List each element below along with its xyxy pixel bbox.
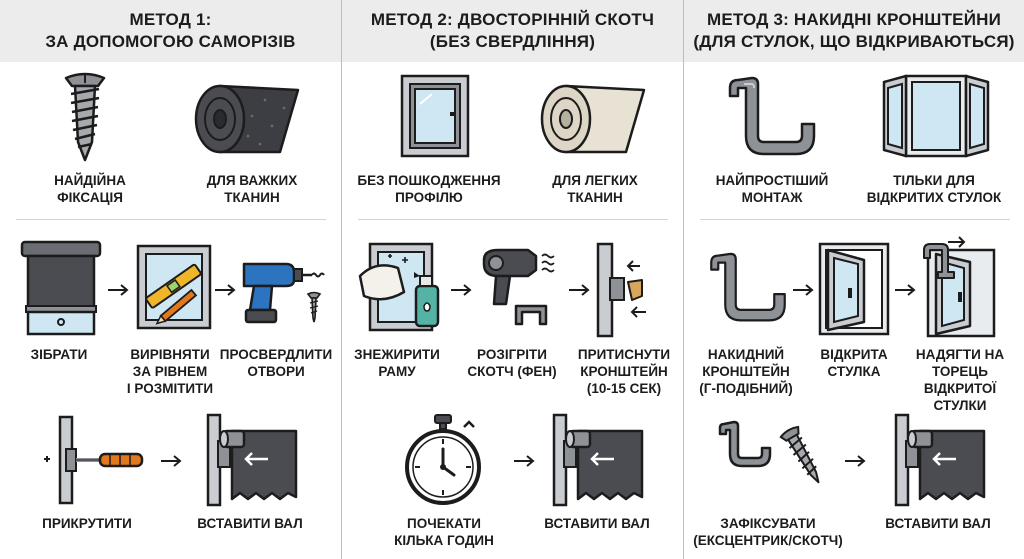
insert-shaft-icon (552, 413, 644, 507)
method-2-title-line2: (БЕЗ СВЕРДЛІННЯ) (429, 32, 596, 51)
press-bracket-icon (596, 242, 646, 338)
row-divider (16, 219, 326, 220)
stopwatch-icon (405, 414, 481, 505)
arrow-right-icon (793, 284, 814, 296)
fabric-roll-dark-icon (194, 84, 300, 154)
row-divider (700, 219, 1010, 220)
fabric-roll-light-icon (540, 84, 646, 154)
arrow-right-icon (845, 455, 866, 467)
arrow-right-icon (895, 284, 916, 296)
method-3-column: МЕТОД 3: НАКИДНІ КРОНШТЕЙНИ (ДЛЯ СТУЛОК,… (684, 0, 1024, 559)
level-and-pencil-icon (136, 244, 212, 330)
open-window-icon (882, 74, 990, 158)
insert-shaft-icon (894, 413, 986, 507)
step-label: ЗІБРАТИ (30, 347, 88, 362)
arrow-right-icon (569, 284, 590, 296)
method-3-header: МЕТОД 3: НАКИДНІ КРОНШТЕЙНИ (ДЛЯ СТУЛОК,… (684, 0, 1024, 62)
method-2-title-line1: МЕТОД 2: ДВОСТОРІННІЙ СКОТЧ (370, 10, 655, 29)
arrow-right-icon (161, 455, 182, 467)
method-1-title-line1: МЕТОД 1: (129, 10, 212, 29)
step-label: ЗАФІКСУВАТИ(ЕКСЦЕНТРИК/СКОТЧ) (693, 516, 843, 548)
bracket-and-screw-icon (718, 420, 820, 484)
hook-bracket-icon (710, 252, 786, 322)
step-label: ВСТАВИТИ ВАЛ (544, 516, 650, 531)
method-2-column: МЕТОД 2: ДВОСТОРІННІЙ СКОТЧ (БЕЗ СВЕРДЛІ… (342, 0, 683, 559)
hook-bracket-icon (728, 76, 816, 156)
window-frame-icon (400, 74, 470, 158)
method-1-column: МЕТОД 1: ЗА ДОПОМОГОЮ САМОРІЗІВ НАЙДІЙНА… (0, 0, 341, 559)
column-divider (341, 0, 342, 559)
row-divider (358, 219, 668, 220)
arrow-right-icon (108, 284, 129, 296)
arrow-right-icon (451, 284, 472, 296)
arrow-right-icon (514, 455, 535, 467)
step-label: ВСТАВИТИ ВАЛ (885, 516, 991, 531)
method-1-title-line2: ЗА ДОПОМОГОЮ САМОРІЗІВ (45, 32, 296, 51)
assembled-roller-blind-icon (20, 240, 102, 336)
method-3-title-line1: МЕТОД 3: НАКИДНІ КРОНШТЕЙНИ (706, 10, 1002, 29)
method-3-title-line2: (ДЛЯ СТУЛОК, ЩО ВІДКРИВАЮТЬСЯ) (693, 32, 1015, 51)
open-sash-icon (818, 242, 890, 336)
step-label: ПРИКРУТИТИ (42, 516, 132, 531)
step-label: ВСТАВИТИ ВАЛ (197, 516, 303, 531)
method-2-header: МЕТОД 2: ДВОСТОРІННІЙ СКОТЧ (БЕЗ СВЕРДЛІ… (342, 0, 683, 62)
hair-dryer-icon (482, 248, 555, 326)
arrow-right-icon (215, 284, 236, 296)
wipe-frame-icon (358, 242, 440, 332)
insert-shaft-icon (206, 413, 298, 507)
drill-icon (242, 262, 325, 324)
hang-bracket-on-sash-icon (923, 236, 996, 338)
column-divider (683, 0, 684, 559)
method-1-header: МЕТОД 1: ЗА ДОПОМОГОЮ САМОРІЗІВ (0, 0, 341, 62)
screw-icon (64, 72, 106, 162)
screwdriver-bracket-icon (44, 415, 144, 505)
